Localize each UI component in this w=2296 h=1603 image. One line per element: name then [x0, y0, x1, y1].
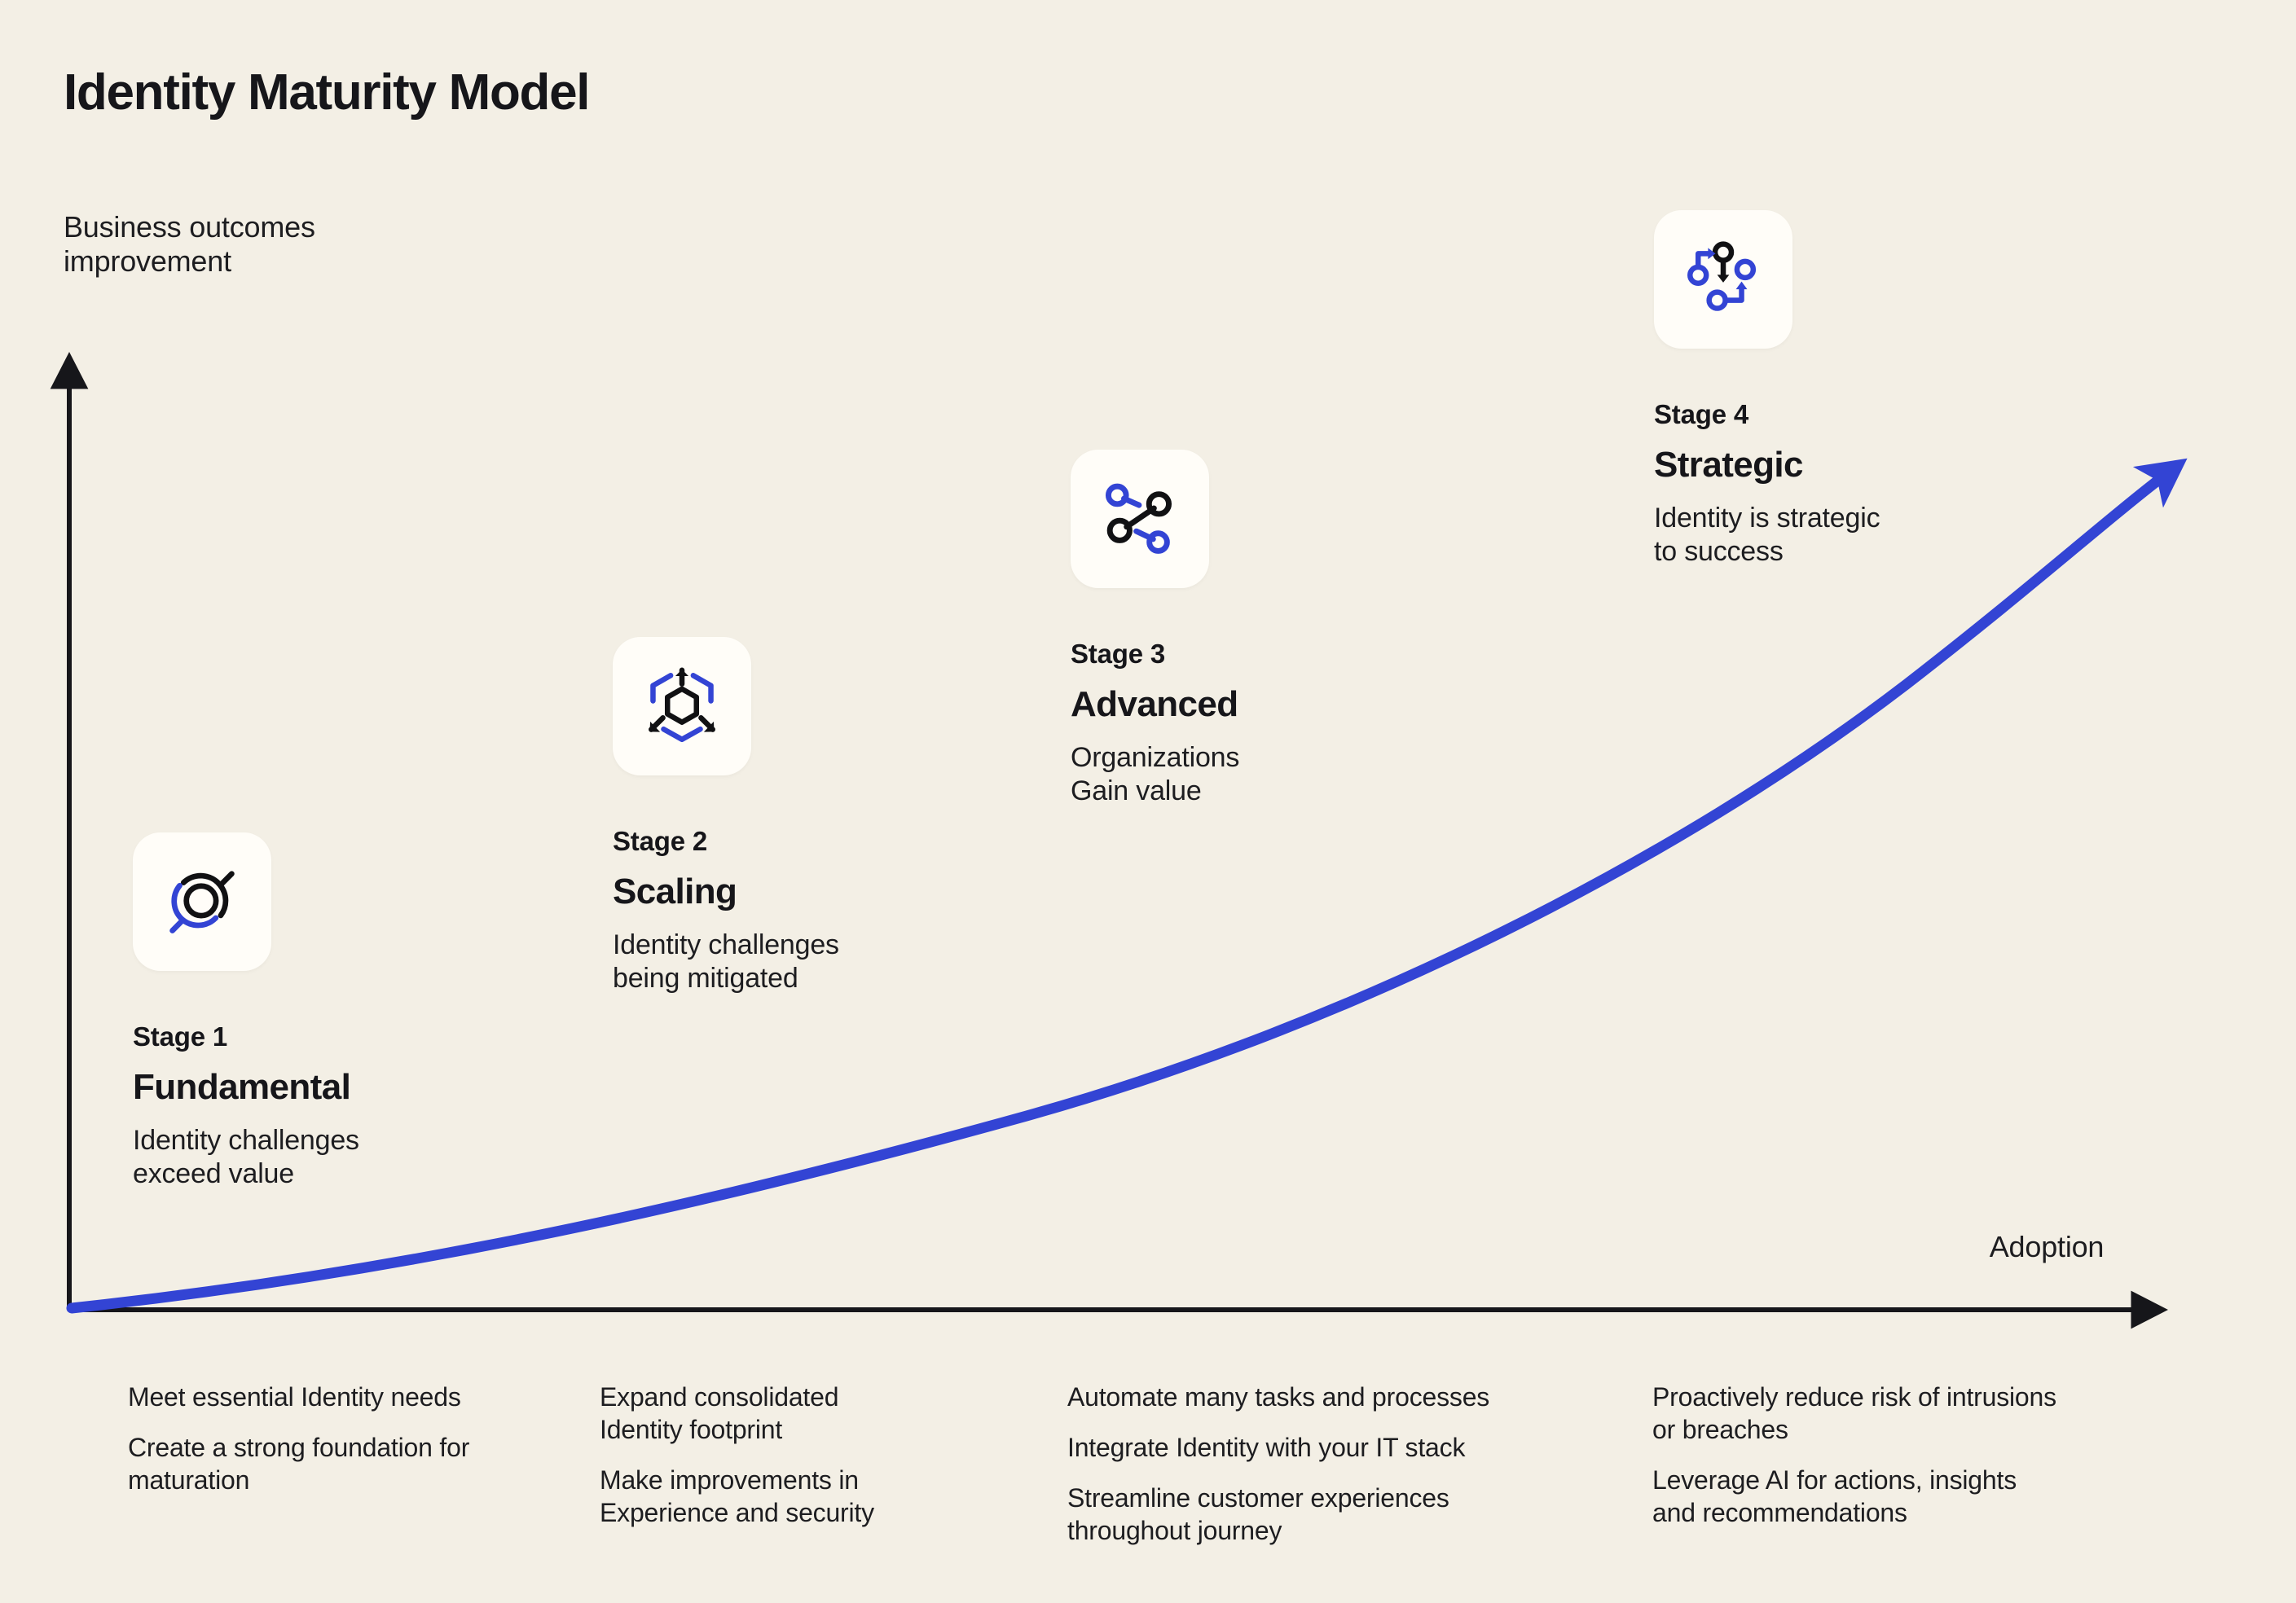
stage-3-kicker: Stage 3: [1071, 639, 1165, 669]
bullet-column-2: Expand consolidated Identity footprint M…: [600, 1381, 1031, 1529]
list-item: Proactively reduce risk of intrusions or…: [1652, 1382, 2056, 1444]
list-item: Integrate Identity with your IT stack: [1067, 1433, 1466, 1462]
stage-1-icon-tile: [133, 832, 271, 971]
stage-2-name: Scaling: [613, 872, 737, 911]
stage-block-3[interactable]: Stage 3 Advanced Organizations Gain valu…: [1071, 450, 1239, 809]
stage-4-description: Identity is strategic to success: [1654, 503, 1880, 568]
list-item: Automate many tasks and processes: [1067, 1382, 1490, 1412]
stage-4-icon-tile: [1654, 210, 1792, 349]
stage-1-description: Identity challenges exceed value: [133, 1125, 359, 1190]
bullet-column-4: Proactively reduce risk of intrusions or…: [1652, 1381, 2157, 1529]
list-item: Expand consolidated Identity footprint: [600, 1382, 839, 1444]
list-item: Leverage AI for actions, insights and re…: [1652, 1465, 2017, 1527]
list-item: Meet essential Identity needs: [128, 1382, 461, 1412]
stage-3-description: Organizations Gain value: [1071, 742, 1240, 807]
list-item: Make improvements in Experience and secu…: [600, 1465, 874, 1527]
identity-scan-icon: [160, 859, 244, 944]
stage-2-kicker: Stage 2: [613, 826, 707, 856]
stage-4-name: Strategic: [1654, 445, 1803, 485]
stage-block-2[interactable]: Stage 2 Scaling Identity challenges bein…: [613, 637, 839, 996]
stage-2-icon-tile: [613, 637, 751, 775]
stage-1-name: Fundamental: [133, 1067, 351, 1107]
stage-1-kicker: Stage 1: [133, 1021, 227, 1052]
x-axis-label: Adoption: [1989, 1230, 2105, 1263]
page-title: Identity Maturity Model: [64, 64, 591, 121]
hexagon-expand-icon: [640, 664, 724, 749]
orchestration-flow-icon: [1681, 237, 1766, 322]
stage-2-description: Identity challenges being mitigated: [613, 929, 839, 995]
stage-block-4[interactable]: Stage 4 Strategic Identity is strategic …: [1654, 210, 1880, 569]
y-axis-label: Business outcomes improvement: [64, 210, 315, 278]
stage-3-icon-tile: [1071, 450, 1209, 588]
list-item: Create a strong foundation for maturatio…: [128, 1433, 470, 1495]
bullet-column-3: Automate many tasks and processes Integr…: [1067, 1381, 1589, 1547]
share-nodes-icon: [1097, 477, 1182, 561]
stage-4-kicker: Stage 4: [1654, 399, 1748, 429]
bullet-column-1: Meet essential Identity needs Create a s…: [128, 1381, 568, 1496]
stage-3-name: Advanced: [1071, 684, 1238, 724]
stage-block-1[interactable]: Stage 1 Fundamental Identity challenges …: [133, 832, 359, 1192]
list-item: Streamline customer experiences througho…: [1067, 1483, 1449, 1545]
